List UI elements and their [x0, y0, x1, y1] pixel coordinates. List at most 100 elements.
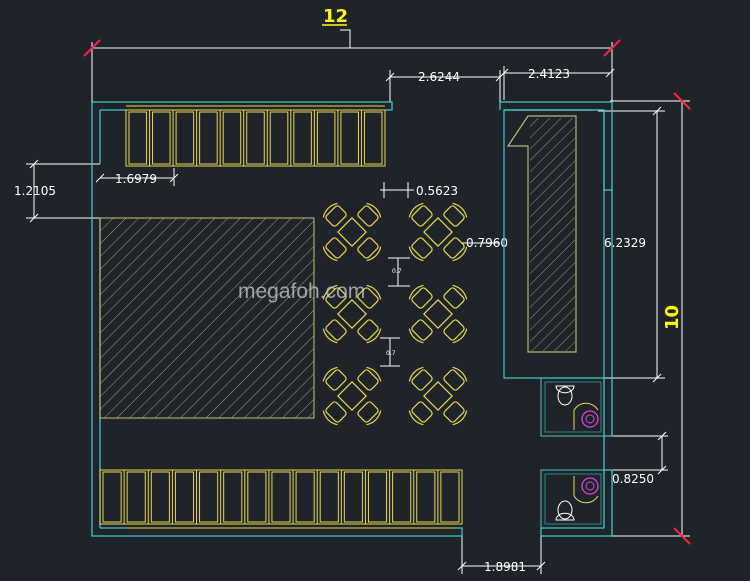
bench-seat: [199, 111, 218, 165]
bench-seat: [343, 471, 363, 523]
total-height-label: 10: [662, 305, 683, 330]
bottom-gap-dimension: 1.8981: [457, 528, 546, 574]
bench-seat: [247, 471, 267, 523]
chair: [322, 237, 347, 262]
bench-seat: [319, 471, 339, 523]
tick-mark: [673, 92, 691, 110]
table-set: [322, 284, 382, 344]
wc-gap-label: 0.8250: [612, 472, 654, 486]
toilet-icon: [555, 512, 575, 521]
tick-mark: [83, 39, 101, 57]
chair: [408, 366, 433, 391]
toilet-icon: [555, 385, 575, 394]
table-set: [322, 366, 382, 426]
door-swing-icon: [573, 495, 599, 504]
chair: [408, 237, 433, 262]
bench-seat: [367, 471, 388, 523]
wc-gap-dimension: 0.8250: [598, 431, 668, 486]
restroom-bottom: [540, 469, 605, 529]
chair: [322, 401, 347, 426]
chair: [408, 319, 433, 344]
door-swing-icon: [573, 402, 599, 411]
chair: [357, 366, 382, 391]
table-set: [408, 284, 468, 344]
bench-seat: [150, 471, 170, 523]
sink-icon: [581, 410, 599, 428]
bench-offset-label: 1.6979: [115, 172, 157, 186]
table-offset-label: 0.7960: [466, 236, 508, 250]
top-gap-label: 2.6244: [418, 70, 460, 84]
bench-seat: [392, 471, 412, 523]
restroom-top: [540, 377, 605, 437]
table-set: [322, 202, 382, 262]
left-offset-label: 1.2105: [14, 184, 56, 198]
chair: [443, 237, 468, 262]
chair: [408, 284, 433, 309]
row-gap-dimension-1: 0.7: [388, 257, 410, 287]
chair: [443, 319, 468, 344]
bench-seat: [175, 111, 195, 165]
hatched-area: [99, 217, 315, 419]
bench-seat: [363, 111, 383, 165]
chair: [408, 401, 433, 426]
chair: [322, 202, 347, 227]
top-right-label: 2.4123: [528, 67, 570, 81]
overall-width-dimension: 12: [83, 6, 621, 102]
chair: [443, 284, 468, 309]
bench-seat: [126, 471, 146, 523]
bench-seat: [128, 111, 148, 165]
chair: [357, 237, 382, 262]
top-right-dimension: 2.4123: [499, 66, 615, 100]
chair: [357, 401, 382, 426]
table-offset-dimension: 0.7960: [462, 236, 508, 250]
bottom-bench: [99, 469, 463, 529]
bench-seat: [340, 111, 359, 165]
bench-seat: [246, 111, 265, 165]
tick-mark: [673, 527, 691, 545]
chair: [322, 319, 347, 344]
bench-seat: [223, 471, 243, 523]
total-width-label: 12: [323, 6, 348, 27]
tick-mark: [603, 39, 621, 57]
bench-seat: [152, 111, 171, 165]
bench-seat: [316, 111, 336, 165]
chair: [408, 202, 433, 227]
table-top: [423, 299, 453, 329]
sink-icon: [581, 477, 599, 495]
table-top: [337, 381, 367, 411]
chair: [357, 284, 382, 309]
bench-seat: [174, 471, 195, 523]
chair: [357, 319, 382, 344]
counter-length-dimension: 6.2329: [598, 106, 665, 383]
table-set: [408, 202, 468, 262]
bench-seat: [295, 471, 315, 523]
dining-tables: [322, 202, 468, 426]
bench-seat: [293, 111, 312, 165]
table-set: [408, 366, 468, 426]
chair: [322, 366, 347, 391]
bench-seat: [199, 471, 219, 523]
counter-length-label: 6.2329: [604, 236, 646, 250]
bench-seat: [269, 111, 289, 165]
chair: [443, 366, 468, 391]
chair: [443, 202, 468, 227]
table-top: [423, 381, 453, 411]
table-top: [423, 217, 453, 247]
top-bench: [125, 105, 386, 167]
bottom-gap-label: 1.8981: [484, 560, 526, 574]
left-offset-dimension: 1.2105: [14, 159, 100, 223]
bench-seat: [440, 471, 460, 523]
bench-seat: [416, 471, 436, 523]
chair: [443, 401, 468, 426]
bar-counter: [503, 109, 605, 379]
row-gap-label-2: 0.7: [386, 350, 396, 357]
bench-offset-dimension: 1.6979: [95, 168, 179, 186]
chair: [357, 202, 382, 227]
row-gap-dimension-2: 0.7: [380, 337, 400, 367]
chair: [322, 284, 347, 309]
table-gap-label: 0.5623: [416, 184, 458, 198]
bench-seat: [222, 111, 242, 165]
row-gap-label-1: 0.7: [392, 268, 402, 275]
